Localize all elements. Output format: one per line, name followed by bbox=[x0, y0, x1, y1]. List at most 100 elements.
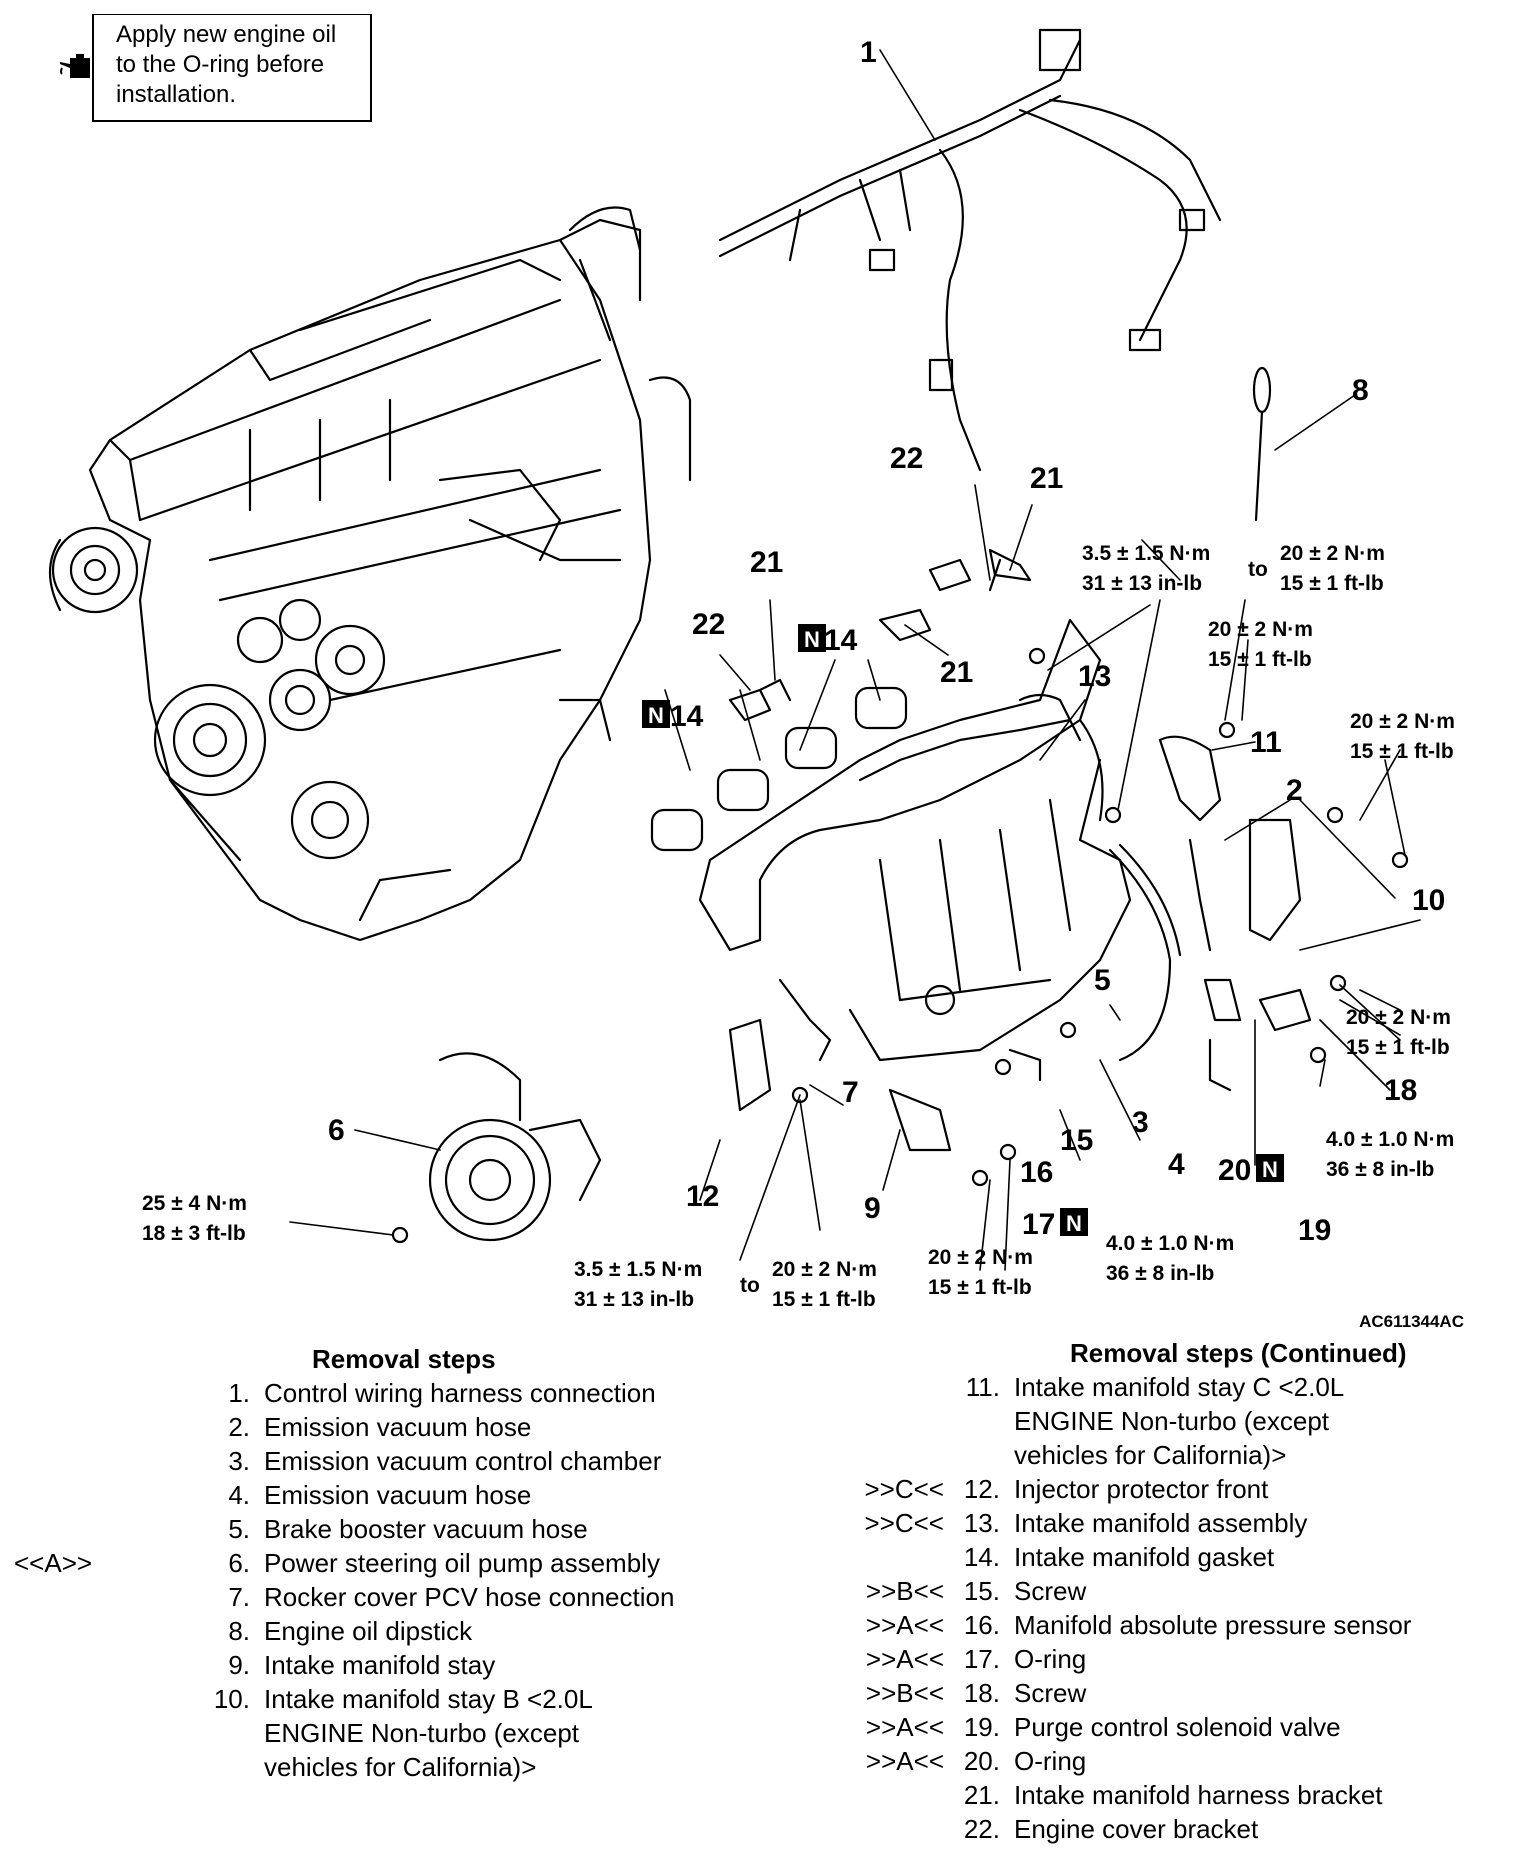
step-mark: >>A<< bbox=[865, 1644, 944, 1674]
removal-step-18: >>B<< 18. Screw bbox=[840, 1676, 1520, 1710]
step-description: Emission vacuum hose bbox=[264, 1412, 532, 1442]
step-description: Manifold absolute pressure sensor bbox=[1014, 1610, 1412, 1640]
step-number: 17. bbox=[963, 1644, 1000, 1674]
n-marker-17: N bbox=[1066, 1211, 1082, 1236]
torque-top-b-ftlb: 15 ± 1 ft-lb bbox=[1280, 572, 1384, 595]
step-number: 15. bbox=[963, 1576, 1000, 1606]
removal-step-3: 3. Emission vacuum control chamber bbox=[200, 1444, 760, 1478]
step-mark: >>B<< bbox=[865, 1678, 944, 1708]
removal-steps-heading: Removal steps bbox=[312, 1344, 496, 1374]
callout-16: 16 bbox=[1020, 1156, 1053, 1189]
torque-15-inlb: 36 ± 8 in-lb bbox=[1106, 1262, 1214, 1285]
step-number: 4. bbox=[228, 1480, 250, 1510]
callout-21-upper: 21 bbox=[1030, 462, 1063, 495]
step-number: 9. bbox=[228, 1650, 250, 1680]
brackets bbox=[728, 548, 1032, 722]
step-description: Screw bbox=[1014, 1576, 1087, 1606]
callout-2: 2 bbox=[1286, 774, 1303, 807]
step-number: 20. bbox=[963, 1746, 1000, 1776]
torque-top-b-nm: 20 ± 2 N·m bbox=[1280, 542, 1385, 565]
step-number: 7. bbox=[228, 1582, 250, 1612]
step-number: 5. bbox=[228, 1514, 250, 1544]
torque-9-nm: 20 ± 2 N·m bbox=[928, 1246, 1033, 1269]
removal-step-11: 11.Intake manifold stay C <2.0L ENGINE N… bbox=[840, 1370, 1520, 1472]
torque-top-a-inlb: 31 ± 13 in-lb bbox=[1082, 572, 1202, 595]
removal-step-5: 5. Brake booster vacuum hose bbox=[200, 1512, 760, 1546]
torque-top-a-nm: 3.5 ± 1.5 N·m bbox=[1082, 542, 1210, 565]
torque-bottom-to: to bbox=[740, 1274, 760, 1297]
step-mark: >>C<< bbox=[864, 1474, 944, 1504]
n-marker-14-upper: N bbox=[804, 627, 820, 652]
step-description: Emission vacuum control chamber bbox=[264, 1446, 662, 1476]
removal-step-13: >>C<<13.Intake manifold assembly bbox=[840, 1506, 1520, 1540]
step-number: 2. bbox=[228, 1412, 250, 1442]
step-mark: >>A<< bbox=[865, 1712, 944, 1742]
torque-11-nm: 20 ± 2 N·m bbox=[1208, 618, 1313, 641]
torque-10a-nm: 20 ± 2 N·m bbox=[1350, 710, 1455, 733]
callout-7: 7 bbox=[842, 1076, 859, 1109]
callout-14-lower: 14 bbox=[670, 700, 704, 733]
torque-top-to: to bbox=[1248, 558, 1268, 581]
callout-10: 10 bbox=[1412, 884, 1445, 917]
callout-5: 5 bbox=[1094, 964, 1111, 997]
stays-and-hoses bbox=[1108, 735, 1312, 1092]
intake-manifold bbox=[698, 618, 1132, 1062]
step-description: Intake manifold stay bbox=[264, 1650, 496, 1680]
n-marker-20: N bbox=[1262, 1157, 1278, 1182]
power-steering-pump bbox=[428, 1052, 602, 1242]
step-mark: >>A<< bbox=[865, 1746, 944, 1776]
torque-18-inlb: 36 ± 8 in-lb bbox=[1326, 1158, 1434, 1181]
step-number: 6. bbox=[228, 1548, 250, 1578]
torque-9-ftlb: 15 ± 1 ft-lb bbox=[928, 1276, 1032, 1299]
callout-13: 13 bbox=[1078, 660, 1111, 693]
callout-17: 17 bbox=[1022, 1208, 1055, 1241]
step-description: Rocker cover PCV hose connection bbox=[264, 1582, 675, 1612]
callout-3: 3 bbox=[1132, 1106, 1149, 1139]
step-number: 14. bbox=[963, 1542, 1000, 1572]
callout-18: 18 bbox=[1384, 1074, 1417, 1107]
leader-lines bbox=[289, 49, 1421, 1271]
step-description: Brake booster vacuum hose bbox=[264, 1514, 588, 1544]
step-description: Control wiring harness connection bbox=[264, 1378, 656, 1408]
step-description: Power steering oil pump assembly bbox=[264, 1548, 660, 1578]
dipstick bbox=[1252, 366, 1272, 522]
step-description: Emission vacuum hose bbox=[264, 1480, 532, 1510]
removal-step-22: 22.Engine cover bracket bbox=[840, 1812, 1520, 1846]
step-number: 8. bbox=[228, 1616, 250, 1646]
step-number: 19. bbox=[963, 1712, 1000, 1742]
wiring-harness bbox=[718, 28, 1222, 472]
step-description: Screw bbox=[1014, 1678, 1087, 1708]
removal-step-6: 6. Power steering oil pump assembly bbox=[200, 1546, 760, 1580]
callout-22-mid: 22 bbox=[692, 608, 725, 641]
removal-step-10: 10.Intake manifold stay B <2.0L ENGINE N… bbox=[200, 1682, 760, 1784]
removal-step-17: >>A<<17.O-ring bbox=[840, 1642, 1520, 1676]
removal-steps-right: Removal steps (Continued) 11.Intake mani… bbox=[840, 1336, 1520, 1846]
removal-step-9: 9. Intake manifold stay bbox=[200, 1648, 760, 1682]
step-mark: >>C<< bbox=[864, 1508, 944, 1538]
removal-step-1: 1.Control wiring harness connection bbox=[200, 1376, 760, 1410]
step-mark bbox=[840, 1540, 950, 1574]
step-number: 12. bbox=[963, 1474, 1000, 1504]
step-number: 3. bbox=[228, 1446, 250, 1476]
step-description: O-ring bbox=[1014, 1746, 1087, 1776]
removal-step-20: >>A<< 20. O-ring bbox=[840, 1744, 1520, 1778]
step-description: Intake manifold assembly bbox=[1014, 1508, 1308, 1538]
step-number: 11. bbox=[965, 1372, 1000, 1402]
torque-bottom-b-ftlb: 15 ± 1 ft-lb bbox=[772, 1288, 876, 1311]
removal-step-15: >>B<<15.Screw bbox=[840, 1574, 1520, 1608]
callout-15: 15 bbox=[1060, 1124, 1093, 1157]
callout-1: 1 bbox=[860, 36, 877, 69]
removal-step-7: 7. Rocker cover PCV hose connection bbox=[200, 1580, 760, 1614]
removal-steps-continued-list: 11.Intake manifold stay C <2.0L ENGINE N… bbox=[840, 1370, 1520, 1846]
n-markers: N N N N bbox=[642, 624, 1284, 1236]
step-description: Engine oil dipstick bbox=[264, 1616, 473, 1646]
step-number: 18. bbox=[963, 1678, 1000, 1708]
callout-9: 9 bbox=[864, 1192, 881, 1225]
torque-bottom-b-nm: 20 ± 2 N·m bbox=[772, 1258, 877, 1281]
callout-19: 19 bbox=[1298, 1214, 1331, 1247]
step-number: 22. bbox=[963, 1814, 1000, 1844]
callout-21-mid: 21 bbox=[750, 546, 783, 579]
n-marker-14-lower: N bbox=[648, 703, 664, 728]
step-mark bbox=[840, 1370, 950, 1472]
step-description: Injector protector front bbox=[1014, 1474, 1269, 1504]
